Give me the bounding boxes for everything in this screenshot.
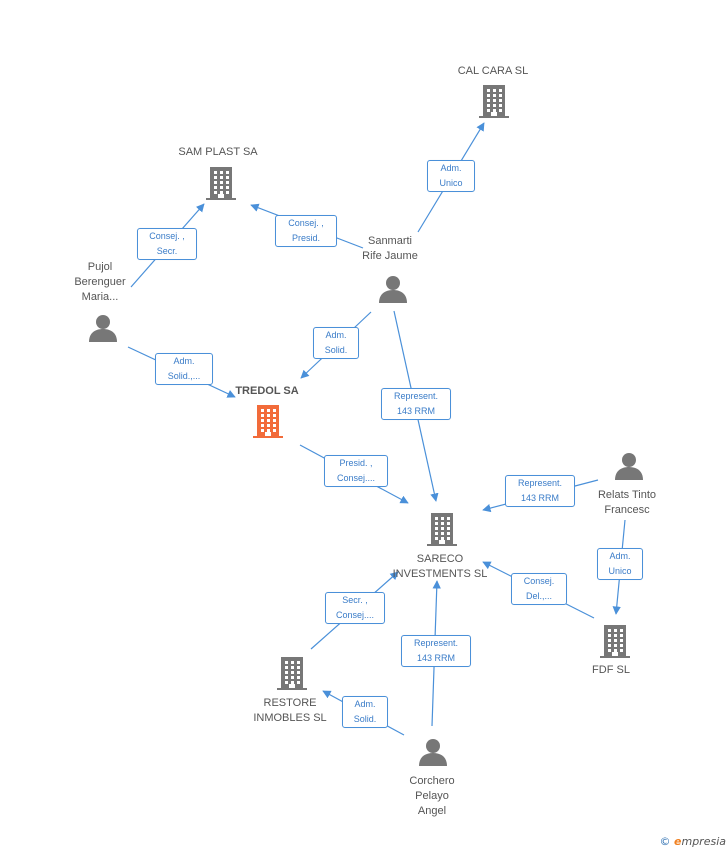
node-label-restore[interactable]: RESTORE INMOBLES SL: [253, 697, 327, 724]
edge-label-consej-del[interactable]: Consej. Del.,...: [511, 573, 567, 605]
edge-label-consej-secr[interactable]: Consej. , Secr.: [137, 228, 197, 260]
building-icon[interactable]: [427, 512, 457, 551]
edge-label-adm-solid[interactable]: Adm. Solid.: [313, 327, 359, 359]
edge-label-presid-consej[interactable]: Presid. , Consej....: [324, 455, 388, 487]
person-icon[interactable]: [88, 314, 118, 347]
node-label-sanmarti[interactable]: Sanmarti Rife Jaume: [362, 235, 418, 262]
copyright-symbol: ©: [659, 835, 671, 848]
node-label-cal-cara[interactable]: CAL CARA SL: [457, 65, 529, 77]
node-label-relats[interactable]: Relats Tinto Francesc: [597, 489, 657, 516]
brand-logo-e: e: [674, 835, 682, 848]
node-label-sam-plast[interactable]: SAM PLAST SA: [178, 146, 258, 158]
node-label-fdf[interactable]: FDF SL: [592, 664, 630, 676]
building-icon[interactable]: [479, 84, 509, 123]
building-icon[interactable]: [600, 624, 630, 663]
edge-label-adm-solid-etc[interactable]: Adm. Solid.,...: [155, 353, 213, 385]
edge-label-adm-unico[interactable]: Adm. Unico: [597, 548, 643, 580]
building-icon[interactable]: [277, 656, 307, 695]
node-label-pujol[interactable]: Pujol Berenguer Maria...: [74, 261, 126, 303]
edge-label-adm-unico[interactable]: Adm. Unico: [427, 160, 475, 192]
person-icon[interactable]: [418, 738, 448, 771]
person-icon[interactable]: [614, 452, 644, 485]
edge-label-represent[interactable]: Represent. 143 RRM: [381, 388, 451, 420]
person-icon[interactable]: [378, 275, 408, 308]
building-icon-main[interactable]: [253, 404, 283, 443]
edge-label-consej-presid[interactable]: Consej. , Presid.: [275, 215, 337, 247]
node-label-sareco[interactable]: SARECO INVESTMENTS SL: [392, 553, 488, 580]
edge-label-adm-solid[interactable]: Adm. Solid.: [342, 696, 388, 728]
node-label-corchero[interactable]: Corchero Pelayo Angel: [409, 775, 455, 817]
edge-label-secr-consej[interactable]: Secr. , Consej....: [325, 592, 385, 624]
node-label-tredol[interactable]: TREDOL SA: [235, 385, 299, 397]
edge-label-represent[interactable]: Represent. 143 RRM: [401, 635, 471, 667]
brand-logo-text: mpresia: [681, 835, 726, 848]
building-icon[interactable]: [206, 166, 236, 205]
edge-label-represent[interactable]: Represent. 143 RRM: [505, 475, 575, 507]
footer-brand[interactable]: © empresia: [660, 835, 726, 848]
